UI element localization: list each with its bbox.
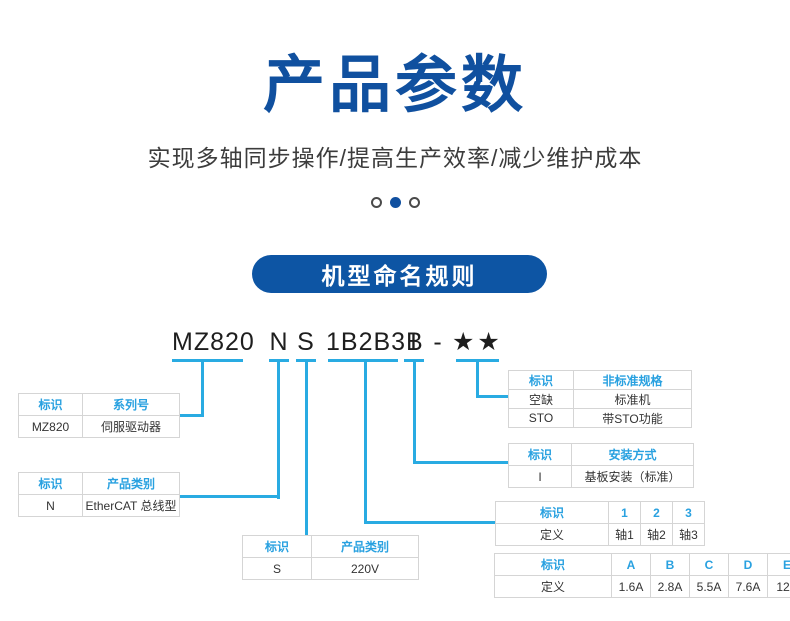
table-header-cell: B bbox=[650, 553, 690, 576]
current-table: 标识 A B C D E 定义 1.6A 2.8A 5.5A 7.6A 12A bbox=[494, 553, 790, 598]
table-cell: 220V bbox=[311, 557, 419, 580]
connector-bus-horizontal bbox=[171, 495, 280, 498]
section-banner: 机型命名规则 bbox=[252, 255, 547, 293]
table-cell: 带STO功能 bbox=[573, 408, 692, 428]
page-subtitle: 实现多轴同步操作/提高生产效率/减少维护成本 bbox=[147, 145, 643, 171]
table-header-cell: 非标准规格 bbox=[573, 370, 692, 390]
code-segment-dash: - bbox=[433, 328, 443, 356]
underline-series bbox=[172, 359, 243, 362]
table-cell: MZ820 bbox=[18, 415, 83, 438]
table-header-cell: C bbox=[689, 553, 729, 576]
table-header-cell: 标识 bbox=[494, 553, 612, 576]
code-segment-stars: ★★ bbox=[452, 328, 503, 356]
table-header-cell: 安装方式 bbox=[571, 443, 694, 466]
carousel-dot-2-active[interactable] bbox=[389, 197, 401, 208]
table-header-cell: 3 bbox=[672, 501, 705, 524]
nonstandard-table: 标识 非标准规格 空缺 标准机 STO 带STO功能 bbox=[508, 370, 692, 428]
connector-mounting-horizontal bbox=[413, 461, 508, 464]
table-cell: 伺服驱动器 bbox=[82, 415, 180, 438]
table-header-cell: 产品类别 bbox=[311, 535, 419, 558]
axes-table: 标识 1 2 3 定义 轴1 轴2 轴3 bbox=[495, 501, 705, 546]
table-header-cell: 标识 bbox=[508, 370, 574, 390]
table-header-cell: 2 bbox=[640, 501, 673, 524]
table-header-cell: 标识 bbox=[495, 501, 609, 524]
table-cell: 空缺 bbox=[508, 389, 574, 409]
table-cell: 轴3 bbox=[672, 523, 705, 546]
code-segment-mounting: I bbox=[410, 328, 418, 356]
table-cell: 定义 bbox=[495, 523, 609, 546]
table-cell: EtherCAT 总线型 bbox=[82, 494, 180, 517]
connector-axes-vertical bbox=[364, 359, 367, 524]
carousel-dot-1[interactable] bbox=[370, 197, 382, 208]
table-header-cell: D bbox=[728, 553, 768, 576]
code-segment-bus: N bbox=[269, 328, 289, 356]
table-cell: 轴1 bbox=[608, 523, 641, 546]
table-header-cell: 产品类别 bbox=[82, 472, 180, 495]
table-cell: N bbox=[18, 494, 83, 517]
category-n-table: 标识 产品类别 N EtherCAT 总线型 bbox=[18, 472, 180, 517]
code-segment-voltage: S bbox=[297, 328, 315, 356]
connector-stars-horizontal bbox=[476, 395, 509, 398]
table-header-cell: 1 bbox=[608, 501, 641, 524]
code-segment-series: MZ820 bbox=[172, 328, 255, 356]
table-cell: STO bbox=[508, 408, 574, 428]
table-cell: 轴2 bbox=[640, 523, 673, 546]
table-header-cell: 系列号 bbox=[82, 393, 180, 416]
carousel-dot-3[interactable] bbox=[408, 197, 420, 208]
table-cell: 7.6A bbox=[728, 575, 768, 598]
table-cell: 1.6A bbox=[611, 575, 651, 598]
connector-bus-vertical bbox=[277, 359, 280, 499]
page-title: 产品参数 bbox=[262, 51, 527, 120]
connector-series-horizontal bbox=[171, 414, 204, 417]
code-segment-axes: 1B2B3B bbox=[326, 328, 424, 356]
connector-axes-horizontal bbox=[364, 521, 496, 524]
table-cell: 5.5A bbox=[689, 575, 729, 598]
table-header-cell: A bbox=[611, 553, 651, 576]
mounting-table: 标识 安装方式 I 基板安装（标准） bbox=[508, 443, 694, 488]
connector-mounting-vertical bbox=[413, 359, 416, 464]
table-cell: I bbox=[508, 465, 572, 488]
connector-stars-vertical bbox=[476, 359, 479, 398]
table-cell: 标准机 bbox=[573, 389, 692, 409]
table-cell: 定义 bbox=[494, 575, 612, 598]
connector-series-vertical bbox=[201, 359, 204, 417]
connector-voltage-vertical bbox=[305, 359, 308, 536]
table-header-cell: 标识 bbox=[242, 535, 312, 558]
table-header-cell: E bbox=[767, 553, 790, 576]
table-cell: 12A bbox=[767, 575, 790, 598]
table-header-cell: 标识 bbox=[18, 472, 83, 495]
table-header-cell: 标识 bbox=[18, 393, 83, 416]
series-table: 标识 系列号 MZ820 伺服驱动器 bbox=[18, 393, 180, 438]
section-banner-label: 机型命名规则 bbox=[321, 263, 478, 289]
table-cell: 基板安装（标准） bbox=[571, 465, 694, 488]
carousel-dots bbox=[0, 197, 790, 208]
table-cell: 2.8A bbox=[650, 575, 690, 598]
table-header-cell: 标识 bbox=[508, 443, 572, 466]
underline-axes bbox=[328, 359, 398, 362]
table-cell: S bbox=[242, 557, 312, 580]
category-s-table: 标识 产品类别 S 220V bbox=[242, 535, 419, 580]
